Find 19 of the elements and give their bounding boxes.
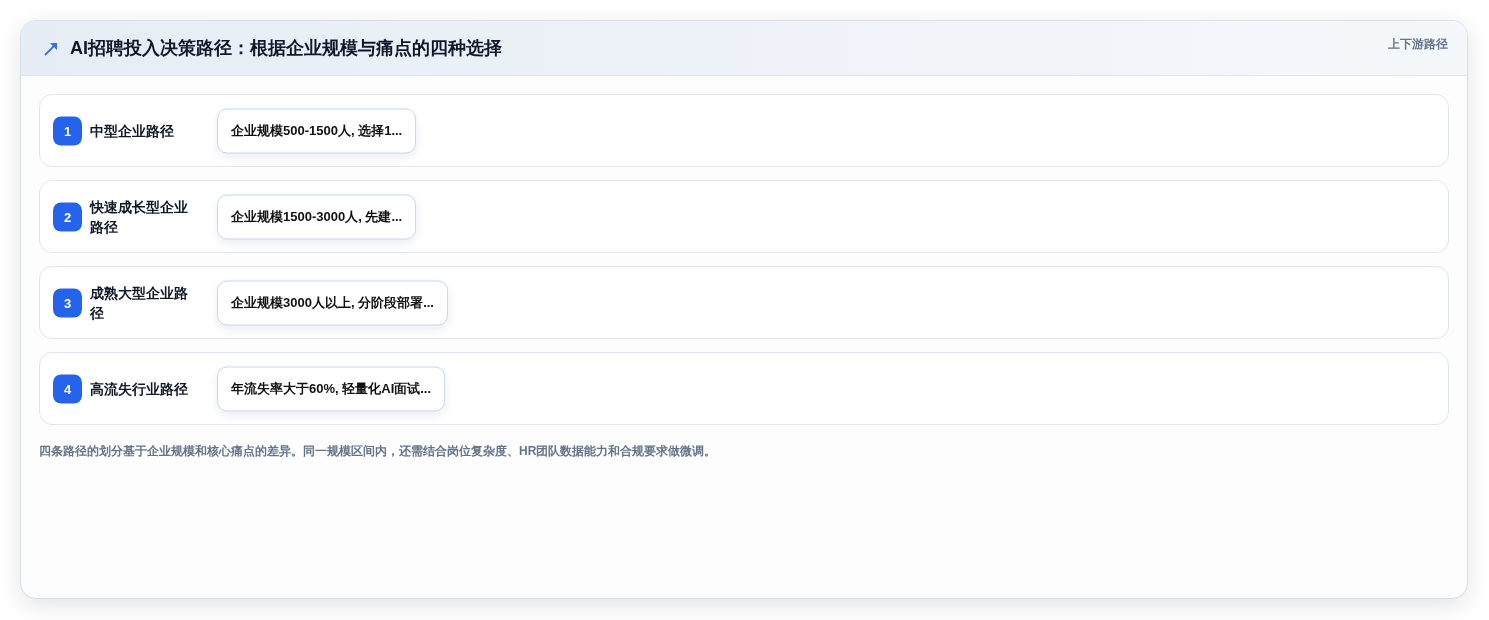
summary-tag: 企业规模1500-3000人, 先建... [217,194,417,239]
path-name: 快速成长型企业路径 [90,197,189,237]
path-name: 高流失行业路径 [90,379,189,399]
step-number: 4 [53,374,82,403]
path-name: 中型企业路径 [90,121,175,141]
path-row-card [39,352,1449,425]
path-row-card [39,180,1449,253]
path-name: 成熟大型企业路径 [90,283,189,323]
step-number: 2 [53,202,82,231]
path-row-card [39,94,1449,167]
step-number: 1 [53,116,82,145]
summary-tag: 年流失率大于60%, 轻量化AI面试... [217,366,446,411]
summary-tag: 企业规模3000人以上, 分阶段部署... [217,280,448,325]
header-note: 上下游路径 [1388,36,1448,52]
path-row-card [39,266,1449,339]
summary-tag: 企业规模500-1500人, 选择1... [217,108,417,153]
diagram-title: AI招聘投入决策路径：根据企业规模与痛点的四种选择 [70,37,502,59]
step-number: 3 [53,288,82,317]
footnote-text: 四条路径的划分基于企业规模和核心痛点的差异。同一规模区间内，还需结合岗位复杂度、HR团队数据能力和合规要求做微调。 [39,443,717,460]
